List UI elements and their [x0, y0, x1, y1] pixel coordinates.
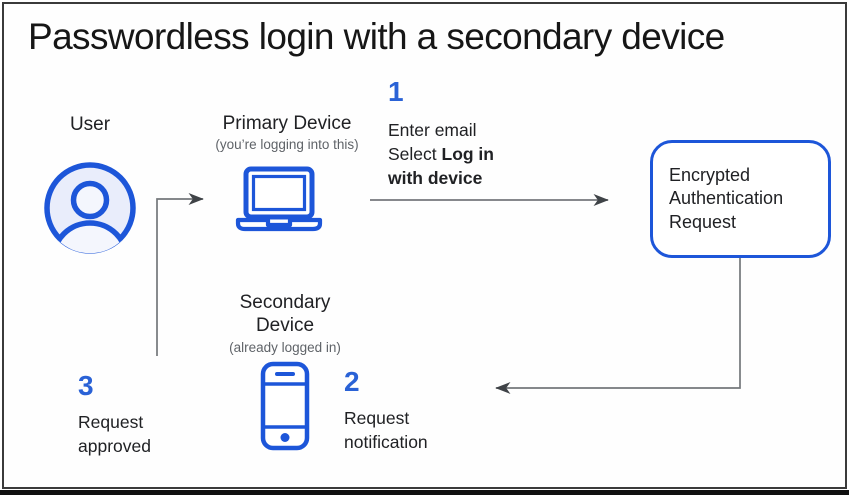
bottom-edge-strip: [0, 490, 849, 495]
page-title: Passwordless login with a secondary devi…: [28, 16, 725, 57]
step-2-number: 2: [344, 366, 360, 397]
arrow-approved-to-primary: [156, 193, 204, 356]
laptop-base: [235, 217, 323, 232]
phone-home-button: [280, 433, 290, 442]
step-3-line1: Request: [78, 412, 144, 432]
auth-request-label: Encrypted Authentication Request: [669, 164, 784, 232]
step-1-line3-bold: with device: [388, 168, 483, 188]
user-node-label: User: [69, 114, 111, 135]
step-2-line2: notification: [344, 432, 428, 452]
step-3-number: 3: [78, 370, 94, 401]
step-2-text: Request notification: [344, 406, 428, 454]
avatar-shoulders: [50, 220, 130, 254]
step-2-line1: Request: [344, 408, 410, 428]
primary-device-sublabel: (you’re logging into this): [215, 137, 359, 152]
primary-device-label: Primary Device: [222, 113, 352, 134]
step-1-number: 1: [388, 76, 404, 107]
user-avatar-icon: [44, 162, 136, 254]
secondary-device-label: Secondary Device: [239, 292, 331, 336]
step-3-text: Request approved: [78, 410, 151, 458]
avatar-head: [70, 180, 110, 220]
step-1-line1: Enter email: [388, 120, 477, 140]
laptop-screen: [251, 174, 307, 212]
step-3-line2: approved: [78, 436, 151, 456]
auth-request-box: Encrypted Authentication Request: [650, 140, 831, 258]
smartphone-icon: [260, 361, 310, 451]
step-1-text: Enter email Select Log in with device: [388, 118, 494, 190]
step-1-line2-normal: Select: [388, 144, 442, 164]
laptop-icon: [235, 166, 323, 232]
step-1-line2-bold: Log in: [441, 144, 494, 164]
secondary-device-sublabel: (already logged in): [229, 340, 341, 355]
arrow-auth-request-to-secondary: [495, 258, 741, 394]
